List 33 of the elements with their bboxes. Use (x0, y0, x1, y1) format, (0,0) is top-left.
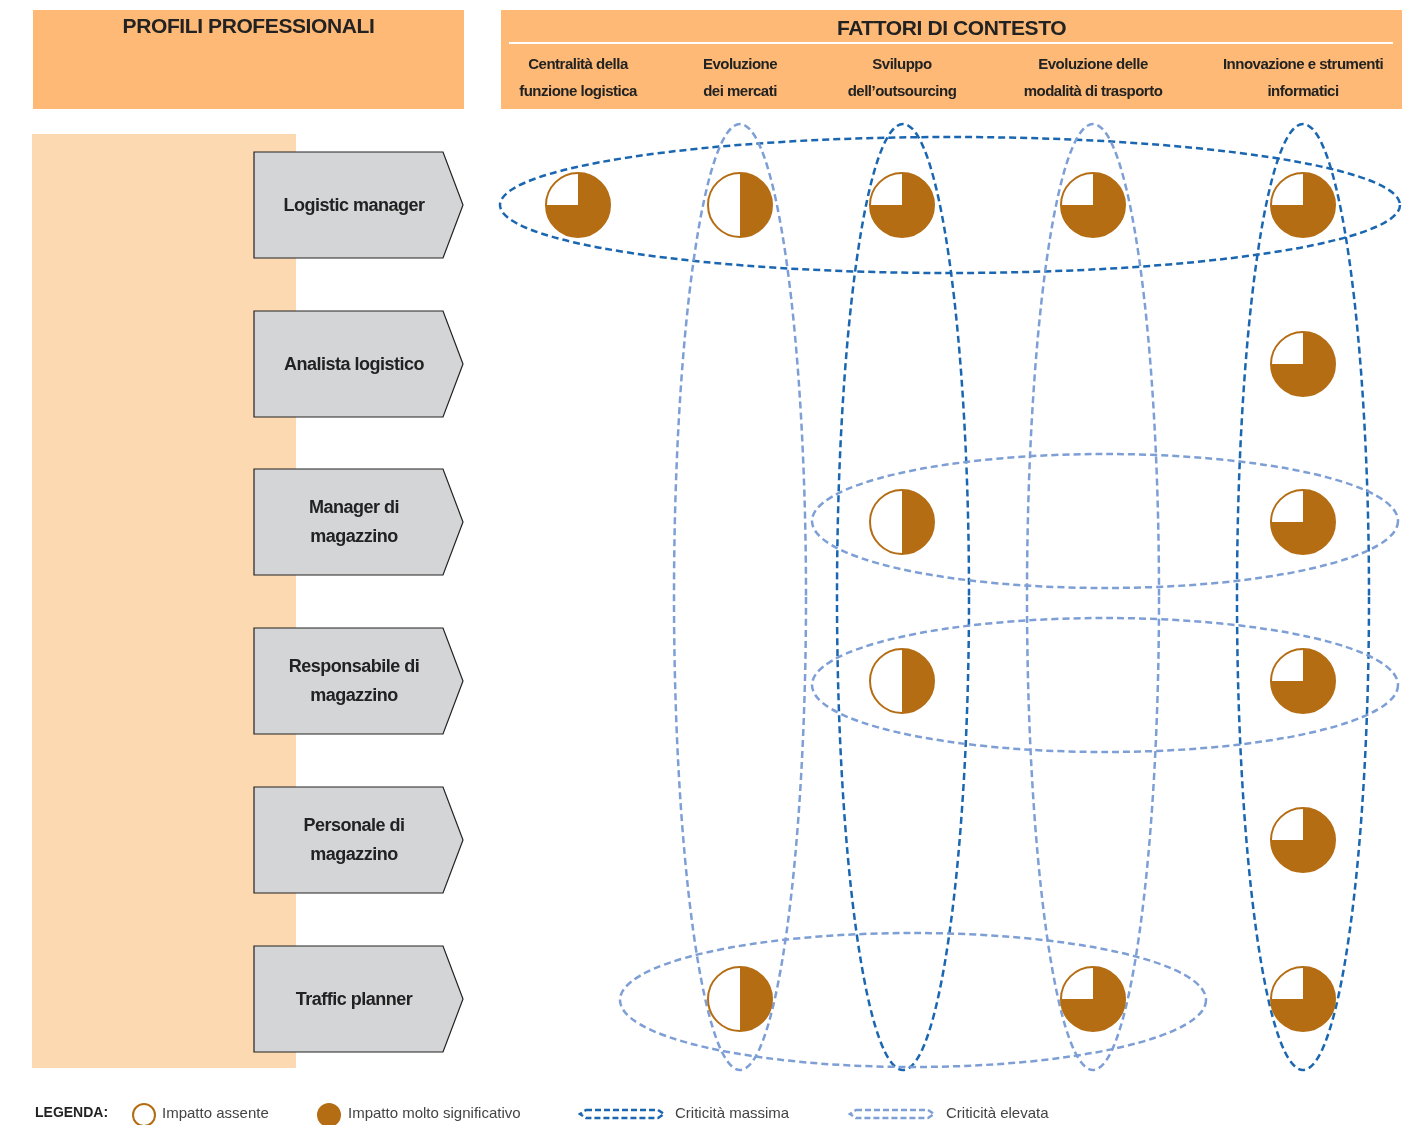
column-header: Evoluzione dei mercati (701, 54, 779, 101)
harvey-ball-icon (1269, 965, 1337, 1033)
header-box: PROFILI PROFESSIONALI (33, 10, 464, 109)
harvey-ball-icon (1059, 171, 1127, 239)
profile-name: Logistic manager (282, 193, 426, 217)
column-header: Sviluppo dell’outsourcing (846, 54, 958, 101)
legend-label: Criticità elevata (946, 1104, 1049, 1121)
harvey-ball-icon (868, 488, 936, 556)
harvey-ball-icon (1269, 806, 1337, 874)
column-header: Innovazione e strumenti informatici (1221, 54, 1385, 101)
header-band (501, 10, 1402, 109)
harvey-ball-icon (1059, 965, 1127, 1033)
profile-name: Manager di magazzino (308, 496, 400, 548)
column-header: Evoluzione delle modalità di trasporto (1022, 54, 1164, 101)
harvey-ball-icon (1269, 330, 1337, 398)
profile-name: Responsabile di magazzino (287, 655, 421, 707)
legend-label: Criticità massima (675, 1104, 790, 1121)
harvey-ball-icon (544, 171, 612, 239)
legend-label: Impatto molto significativo (348, 1104, 521, 1121)
column-header: Centralità della funzione logistica (518, 54, 639, 101)
legend-heading: LEGENDA: (35, 1104, 109, 1120)
profile-name: Personale di magazzino (302, 814, 406, 866)
harvey-ball-icon (1269, 488, 1337, 556)
harvey-ball-icon (1269, 171, 1337, 239)
harvey-ball-icon (868, 647, 936, 715)
legend-label: Impatto assente (162, 1104, 269, 1121)
harvey-ball-icon (706, 965, 774, 1033)
harvey-ball-icon (1269, 647, 1337, 715)
harvey-ball-icon (706, 171, 774, 239)
profile-name: Analista logistico (283, 352, 425, 376)
profile-name: Traffic planner (294, 987, 414, 1011)
header-title: FATTORI DI CONTESTO (835, 15, 1068, 41)
harvey-ball-icon (868, 171, 936, 239)
